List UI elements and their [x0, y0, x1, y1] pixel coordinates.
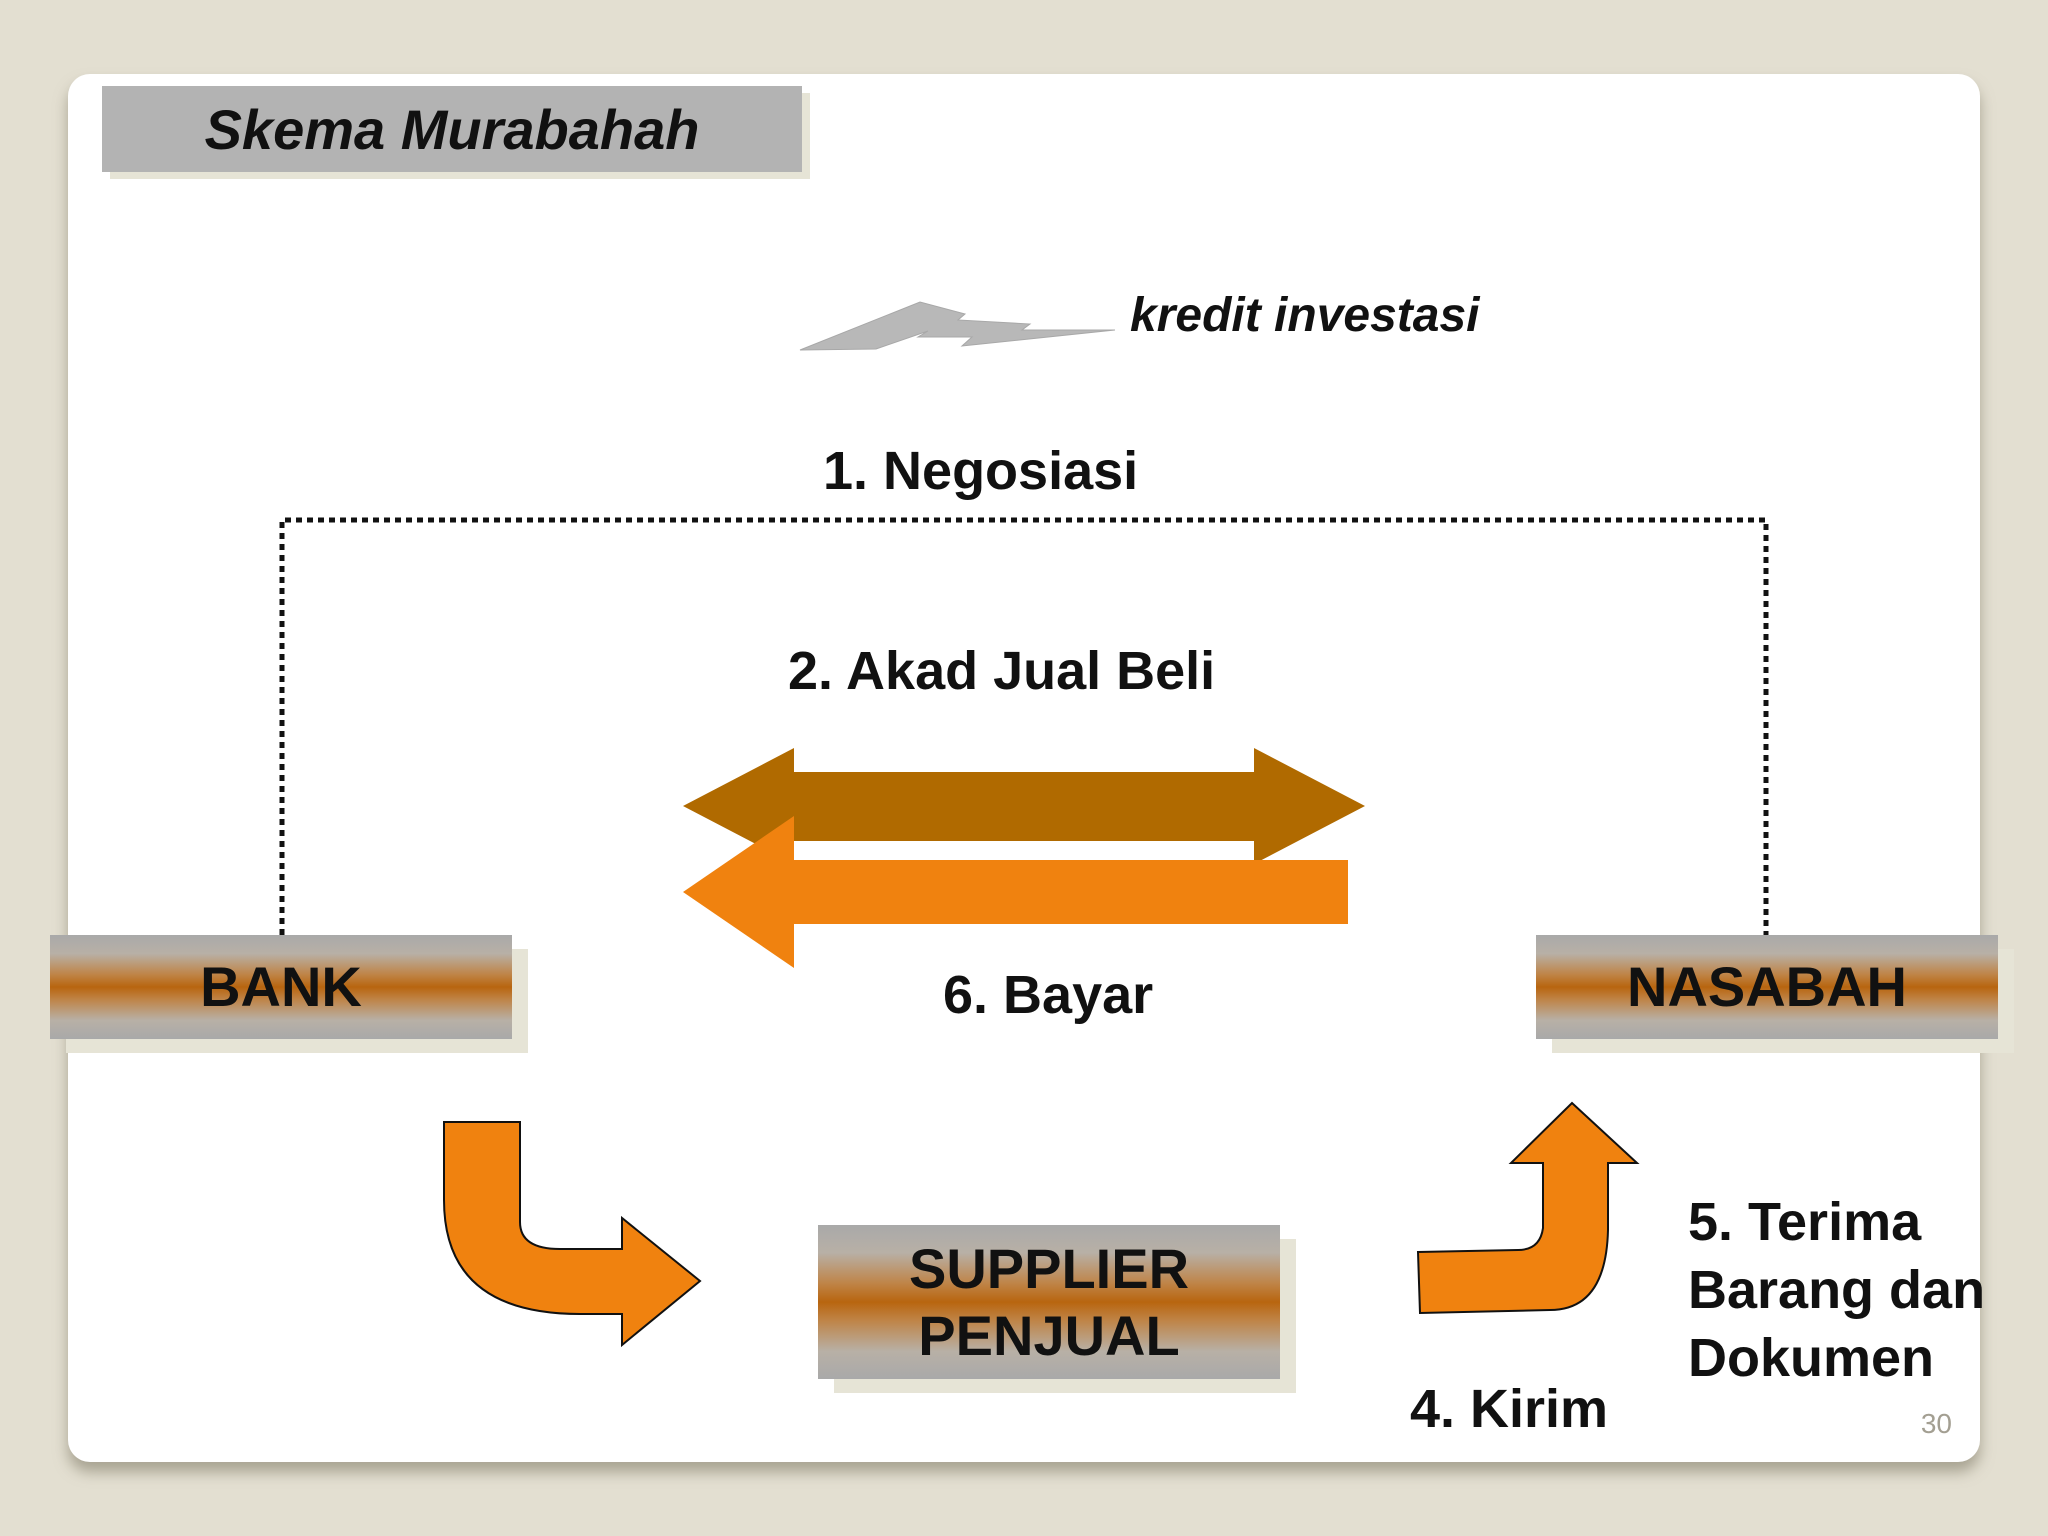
step-terima-label: 5. Terima Barang dan Dokumen	[1688, 1188, 1985, 1392]
bank-to-supplier-arrow	[443, 1121, 702, 1348]
title-box: Skema Murabahah	[102, 86, 802, 172]
bayar-arrow	[683, 816, 1348, 968]
step-bayar-label: 6. Bayar	[943, 965, 1154, 1025]
bank-label: BANK	[200, 955, 362, 1019]
page-number: 30	[1920, 1408, 1952, 1439]
step-akad-label: 2. Akad Jual Beli	[788, 641, 1216, 701]
supplier-label-line-1: SUPPLIER	[908, 1236, 1190, 1300]
supplier-to-nasabah-arrow	[1416, 1101, 1640, 1315]
negosiasi-connector	[279, 517, 1769, 935]
supplier-label-line-2: PENJUAL	[918, 1304, 1180, 1367]
lightning-arrow-icon	[799, 301, 1116, 351]
step-terima-line-3: Dokumen	[1688, 1328, 1935, 1388]
step-terima-line-1: 5. Terima	[1688, 1192, 1922, 1252]
nasabah-label: NASABAH	[1627, 955, 1907, 1019]
akad-double-arrow	[683, 748, 1365, 864]
legend-label: kredit investasi	[1130, 289, 1480, 342]
step-kirim-label: 4. Kirim	[1410, 1379, 1609, 1439]
step-negosiasi-label: 1. Negosiasi	[823, 441, 1139, 501]
step-terima-line-2: Barang dan	[1688, 1260, 1986, 1320]
nasabah-box: NASABAH	[1536, 935, 1998, 1039]
bank-box: BANK	[50, 935, 512, 1039]
supplier-box: SUPPLIER PENJUAL	[818, 1225, 1280, 1379]
slide-title: Skema Murabahah	[204, 97, 700, 161]
